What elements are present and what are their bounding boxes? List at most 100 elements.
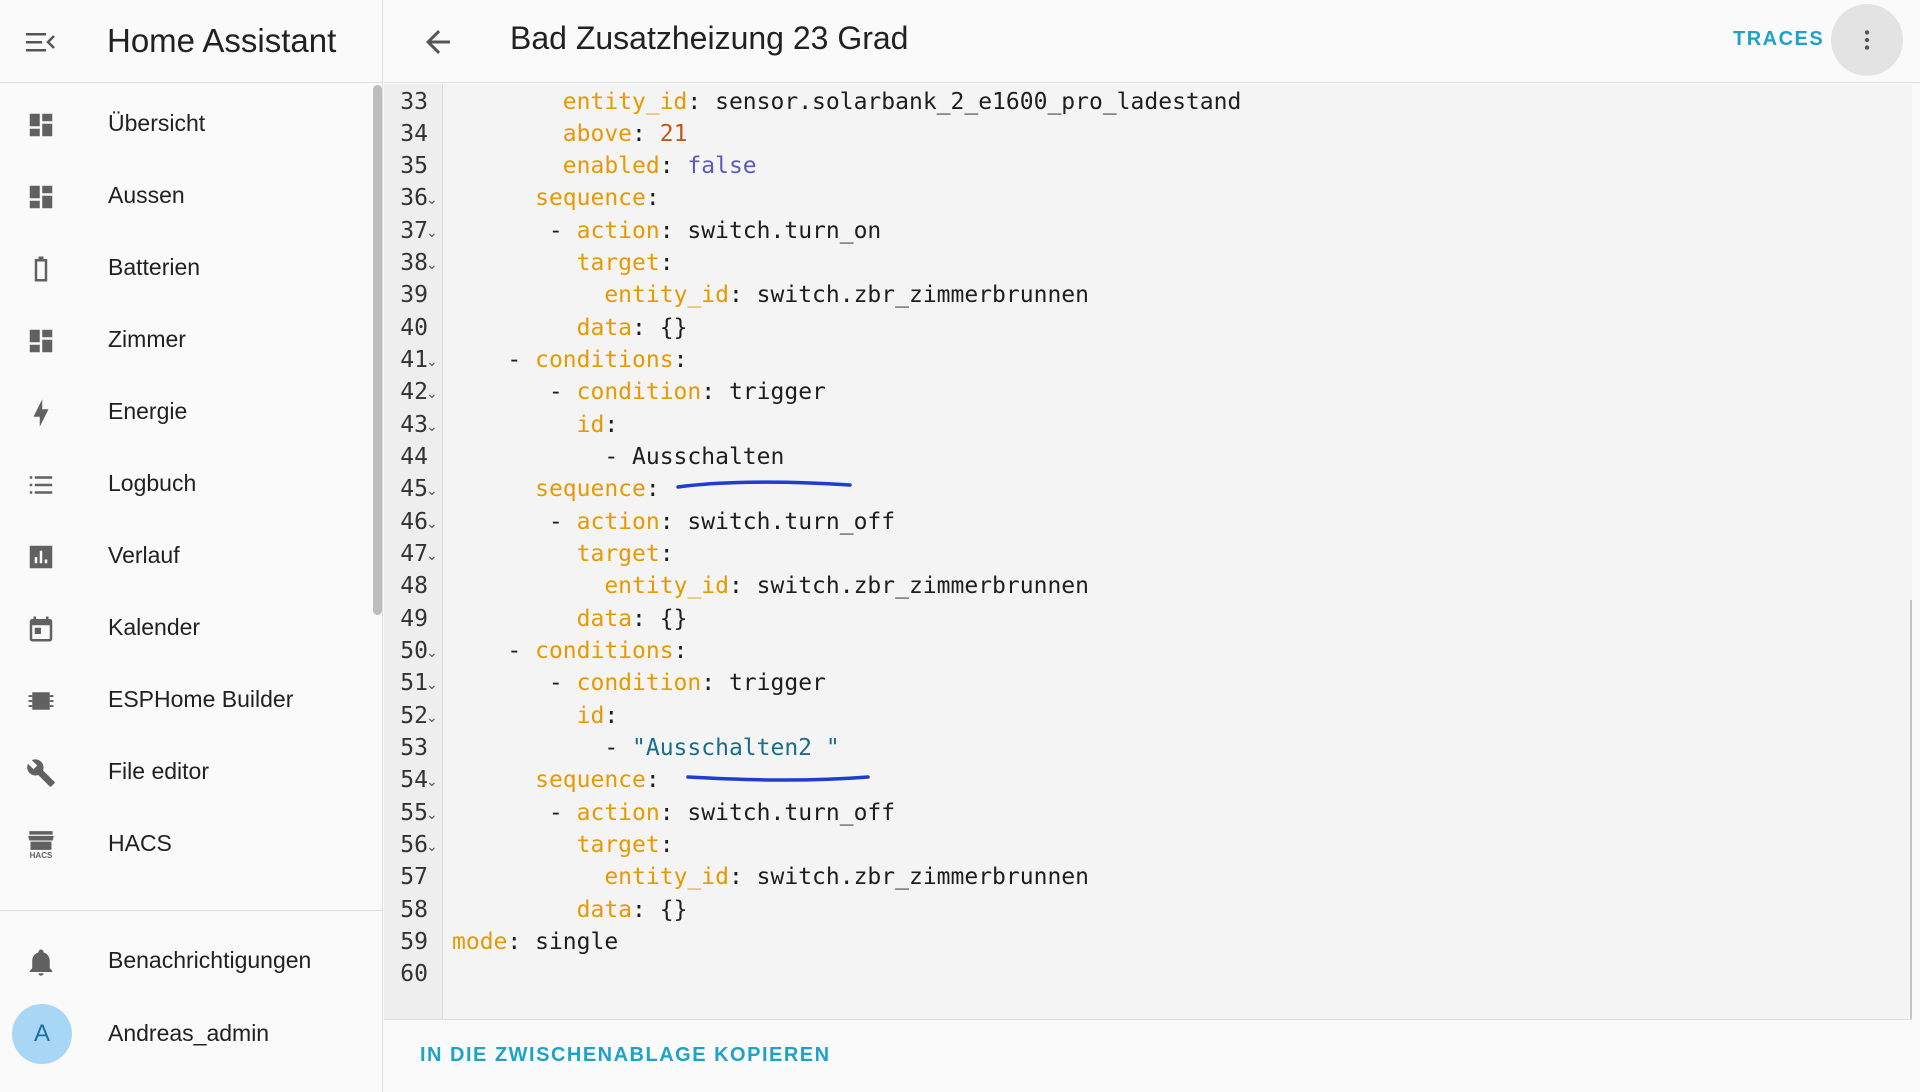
yaml-key: sequence [535,767,646,793]
yaml-key: id [576,412,605,438]
code-content: data: {} [576,315,688,341]
dashboard-icon [24,182,58,212]
code-line: 50⌄ - conditions: [384,635,1912,667]
sidebar-divider [0,910,383,911]
lightning-icon [24,398,58,428]
yaml-value: switch.turn_off [687,509,896,535]
app-title: Home Assistant [107,22,337,59]
fold-chevron-icon[interactable]: ⌄ [426,774,438,790]
sidebar-item-file-editor[interactable]: File editor [0,736,375,808]
copy-to-clipboard-button[interactable]: IN DIE ZWISCHENABLAGE KOPIEREN [420,1044,831,1066]
code-content: entity_id: switch.zbr_zimmerbrunnen [604,864,1089,890]
sidebar-item-batterien[interactable]: Batterien [0,232,375,304]
code-line: 59 mode: single [384,926,1912,958]
line-number: 60 [400,961,428,987]
line-number: 45 [400,476,428,502]
sidebar-user[interactable]: A Andreas_admin [0,1000,383,1074]
code-line: 46⌄ - action: switch.turn_off [384,506,1912,538]
yaml-key: mode [452,929,508,955]
fold-chevron-icon[interactable]: ⌄ [426,645,438,661]
sidebar-item-aussen[interactable]: Aussen [0,160,375,232]
code-content: sequence: [535,185,660,211]
fold-chevron-icon[interactable]: ⌄ [426,483,438,499]
back-arrow-icon[interactable] [420,24,456,60]
fold-chevron-icon[interactable]: ⌄ [426,807,438,823]
code-line: 39 entity_id: switch.zbr_zimmerbrunnen [384,279,1912,311]
code-content: entity_id: switch.zbr_zimmerbrunnen [604,282,1089,308]
code-line: 60 [384,958,1912,990]
fold-chevron-icon[interactable]: ⌄ [426,677,438,693]
code-content: id: [576,412,619,438]
yaml-key: conditions [535,638,674,664]
sidebar-item-uebersicht[interactable]: Übersicht [0,88,375,160]
editor-scrollbar[interactable] [1910,600,1912,1019]
code-line: 58 data: {} [384,894,1912,926]
more-options-button[interactable] [1831,4,1903,76]
sidebar-item-notifications[interactable]: Benachrichtigungen [0,925,383,997]
code-content: mode: single [452,929,619,955]
code-content: target: [576,250,674,276]
sidebar-item-logbuch[interactable]: Logbuch [0,448,375,520]
fold-chevron-icon[interactable]: ⌄ [426,710,438,726]
code-content: - "Ausschalten2 " [452,735,840,761]
line-number: 49 [400,606,428,632]
sidebar-item-esphome-builder[interactable]: ESPHome Builder [0,664,375,736]
line-number: 44 [400,444,428,470]
code-line: 47⌄ target: [384,538,1912,570]
fold-chevron-icon[interactable]: ⌄ [426,516,438,532]
fold-chevron-icon[interactable]: ⌄ [426,548,438,564]
sidebar-item-verlauf[interactable]: Verlauf [0,520,375,592]
fold-chevron-icon[interactable]: ⌄ [426,419,438,435]
fold-chevron-icon[interactable]: ⌄ [426,192,438,208]
code-content: - action: switch.turn_off [452,800,896,826]
sidebar-scrollbar[interactable] [373,85,382,615]
editor-footer: IN DIE ZWISCHENABLAGE KOPIEREN [384,1019,1912,1092]
yaml-value: switch.zbr_zimmerbrunnen [756,282,1089,308]
menu-collapse-icon[interactable] [26,30,56,54]
yaml-value: trigger [728,670,826,696]
code-content: - condition: trigger [452,670,826,696]
code-content: above: 21 [562,121,688,147]
line-number: 41 [400,347,428,373]
yaml-value: "Ausschalten2 " [632,735,840,761]
fold-chevron-icon[interactable]: ⌄ [426,839,438,855]
code-content: data: {} [576,897,688,923]
yaml-code-editor[interactable]: 33 entity_id: sensor.solarbank_2_e1600_p… [384,84,1912,1019]
code-line: 40 data: {} [384,312,1912,344]
yaml-value: switch.zbr_zimmerbrunnen [756,864,1089,890]
sidebar-item-hacs[interactable]: HACS HACS [0,808,375,880]
bell-icon [24,947,58,977]
line-number: 50 [400,638,428,664]
code-line: 38⌄ target: [384,247,1912,279]
fold-chevron-icon[interactable]: ⌄ [426,225,438,241]
sidebar-item-energie[interactable]: Energie [0,376,375,448]
yaml-key: id [576,703,605,729]
yaml-key: condition [576,379,702,405]
line-number: 55 [400,800,428,826]
sidebar-item-label: Übersicht [108,110,206,136]
sidebar-item-kalender[interactable]: Kalender [0,592,375,664]
yaml-value: {} [659,315,688,341]
fold-chevron-icon[interactable]: ⌄ [426,354,438,370]
yaml-key: data [576,897,633,923]
sidebar-item-zimmer[interactable]: Zimmer [0,304,375,376]
fold-chevron-icon[interactable]: ⌄ [426,257,438,273]
yaml-value: Ausschalten [632,444,785,470]
line-number: 54 [400,767,428,793]
code-content: sequence: [535,476,660,502]
code-line: 42⌄ - condition: trigger [384,376,1912,408]
chip-icon [24,686,58,716]
yaml-key: entity_id [562,89,688,115]
fold-chevron-icon[interactable]: ⌄ [426,386,438,402]
wrench-icon [24,758,58,788]
sidebar-item-label: Zimmer [108,326,186,352]
line-number: 59 [400,929,428,955]
traces-button[interactable]: TRACES [1733,28,1825,50]
yaml-key: target [576,541,660,567]
line-number: 51 [400,670,428,696]
line-number: 52 [400,703,428,729]
line-number: 34 [400,121,428,147]
yaml-value: sensor.solarbank_2_e1600_pro_ladestand [715,89,1242,115]
yaml-key: entity_id [604,864,729,890]
code-content: target: [576,541,674,567]
